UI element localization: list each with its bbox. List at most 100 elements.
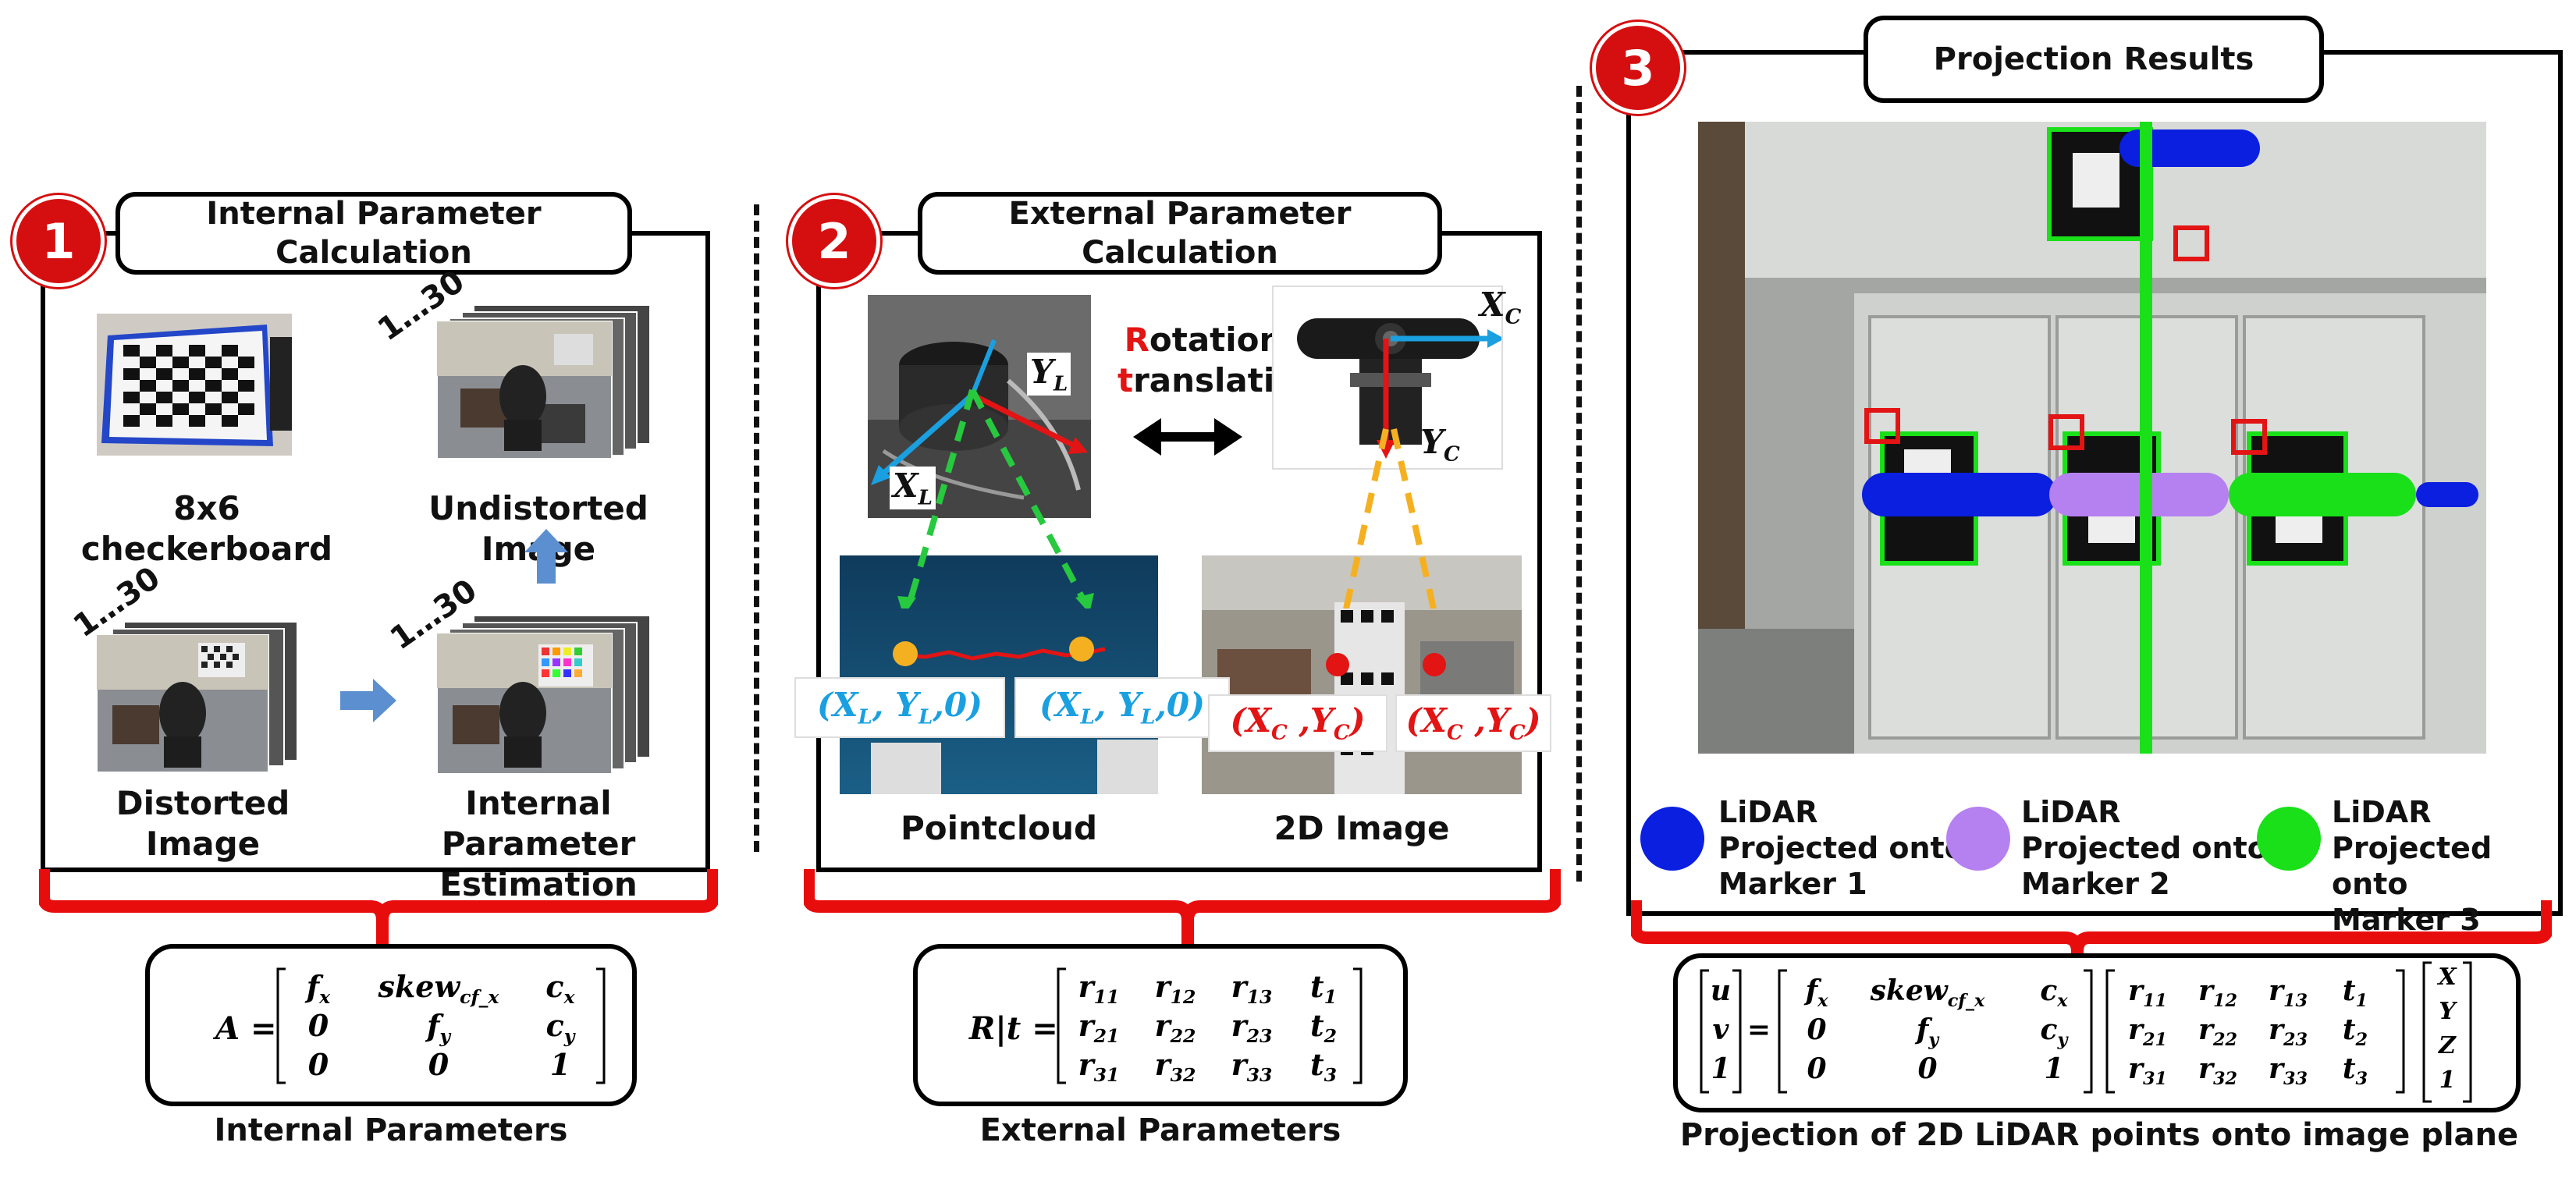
internal-matrix-cell: 0	[428, 1047, 449, 1082]
camera-photo	[1272, 286, 1503, 470]
double-arrow-icon	[1133, 418, 1242, 456]
panel1-title: Internal Parameter Calculation	[115, 192, 632, 275]
projection-result-image	[1698, 122, 2486, 754]
checker-square	[123, 415, 140, 427]
panel3-bracket	[1631, 900, 2552, 978]
checker-square	[156, 368, 172, 380]
pointcloud-image	[840, 555, 1158, 794]
matrix-lhs: A =	[212, 1010, 276, 1047]
projection-extrinsic-cell: r31	[2128, 1052, 2167, 1089]
uv-cell: v	[1713, 1013, 1730, 1046]
checkerboard-image	[97, 314, 292, 456]
legend-dot-marker-2	[1946, 807, 2010, 871]
external-matrix-cell: r32	[1155, 1047, 1196, 1086]
lidar-axis-x: XL	[890, 467, 936, 510]
estimation-image-stack	[437, 613, 656, 777]
projection-extrinsic-cell: r23	[2269, 1013, 2308, 1050]
checker-square	[156, 415, 172, 427]
matrix-bracket	[2105, 969, 2115, 1094]
checker-square	[172, 357, 189, 368]
projection-extrinsic-cell: r21	[2128, 1013, 2167, 1050]
matrix-bracket	[2396, 969, 2405, 1094]
image-2d-label: 2D Image	[1274, 809, 1450, 847]
legend-dot-marker-1	[1640, 807, 1704, 871]
panel3-title-text: Projection Results	[1933, 41, 2254, 77]
camera-point-tag-1: (XC ,YC)	[1208, 694, 1387, 752]
external-matrix-cell: r33	[1231, 1047, 1273, 1086]
checker-square	[140, 357, 156, 368]
undistorted-image-stack	[437, 303, 656, 459]
external-matrix-cell: t2	[1310, 1008, 1337, 1047]
checker-square	[222, 368, 238, 380]
divider-2	[1576, 86, 1582, 882]
camera-axis-x: XC	[1480, 286, 1522, 329]
distorted-label-text: Distorted Image	[115, 784, 290, 863]
panel2-badge: 2	[788, 195, 880, 287]
panel1-title-text: Internal Parameter Calculation	[206, 196, 542, 271]
xyz-cell: X	[2436, 963, 2457, 991]
projection-extrinsic-cell: r11	[2128, 974, 2167, 1011]
checker-square	[222, 415, 238, 427]
distorted-image-stack	[97, 619, 300, 775]
checker-square	[123, 368, 140, 380]
divider-1	[754, 204, 759, 852]
internal-matrix-cell: 1	[550, 1047, 570, 1082]
internal-matrix-cell: cy	[546, 1008, 577, 1047]
projection-extrinsic-cell: r22	[2198, 1013, 2237, 1050]
xyz-cell: Y	[2439, 998, 2457, 1025]
external-matrix-cell: r21	[1078, 1008, 1120, 1047]
checker-square	[189, 392, 205, 403]
distorted-label: Distorted Image	[101, 783, 304, 864]
camera-2d-image	[1202, 555, 1522, 794]
projection-intrinsic-cell: cy	[2041, 1013, 2070, 1050]
xyz-cell: Z	[2438, 1032, 2457, 1059]
matrix-bracket	[2084, 969, 2093, 1094]
checker-square	[172, 380, 189, 392]
internal-matrix-cell: fy	[425, 1008, 452, 1047]
estimation-label: Internal Parameter Estimation	[375, 783, 702, 905]
panel2-title: External Parameter Calculation	[918, 192, 1442, 275]
uv-cell: u	[1711, 974, 1731, 1007]
matrix-bracket	[1732, 969, 1742, 1094]
ext-matrix-lhs: R|t =	[968, 1010, 1058, 1047]
checker-square	[238, 357, 254, 368]
checker-square	[238, 380, 254, 392]
projection-extrinsic-cell: r32	[2198, 1052, 2237, 1089]
checker-square	[205, 403, 222, 415]
lidar-point-tag-1: (XL, YL,0)	[794, 677, 1005, 738]
equals-sign: =	[1747, 1013, 1771, 1046]
checker-square	[156, 392, 172, 403]
projection-equation-title: Projection of 2D LiDAR points onto image…	[1679, 1117, 2519, 1153]
internal-matrix-cell: 0	[308, 1008, 329, 1043]
checker-square	[140, 403, 156, 415]
uv-cell: 1	[1711, 1052, 1730, 1085]
external-matrix-cell: r22	[1155, 1008, 1196, 1047]
projection-intrinsic-cell: fx	[1803, 974, 1829, 1011]
camera-point-tag-2: (XC ,YC)	[1395, 694, 1551, 752]
projection-extrinsic-cell: r33	[2269, 1052, 2308, 1089]
projection-intrinsic-cell: 0	[1807, 1013, 1826, 1046]
internal-matrix-cell: 0	[308, 1047, 329, 1082]
checker-square	[172, 403, 189, 415]
panel3-badge-text: 3	[1621, 39, 1655, 97]
external-matrix-cell: r11	[1078, 969, 1120, 1008]
checker-square	[140, 380, 156, 392]
external-matrix-cell: r12	[1155, 969, 1196, 1008]
matrix-bracket	[1700, 969, 1709, 1094]
projection-extrinsic-cell: r12	[2198, 974, 2237, 1011]
up-arrow-icon	[524, 529, 568, 584]
external-equation-title: External Parameters	[979, 1112, 1341, 1148]
projection-intrinsic-cell: 0	[1917, 1052, 1937, 1085]
pointcloud-label: Pointcloud	[900, 809, 1098, 847]
checker-square	[205, 380, 222, 392]
internal-matrix-cell: fx	[304, 969, 331, 1008]
panel3-badge: 3	[1592, 22, 1684, 114]
projection-extrinsic-cell: t3	[2343, 1052, 2368, 1089]
projection-intrinsic-cell: fy	[1914, 1013, 1941, 1050]
